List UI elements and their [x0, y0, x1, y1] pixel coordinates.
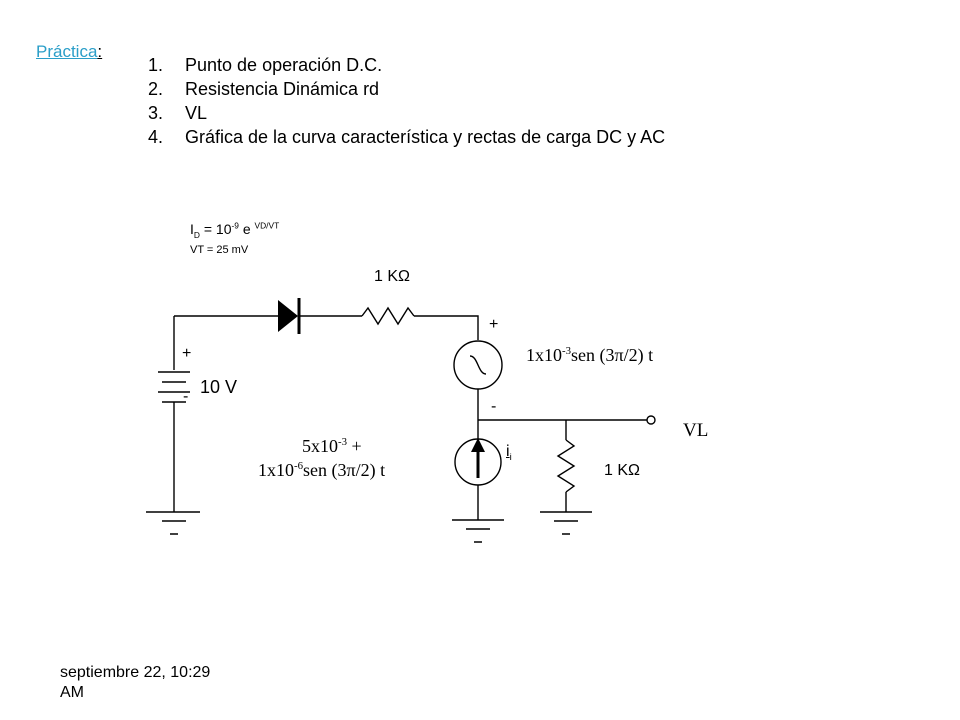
diode-equation: ID = 10-9 e VD/VT: [190, 220, 280, 240]
wire-top-right: [414, 315, 479, 340]
task-item: 1.Punto de operación D.C.: [148, 55, 383, 75]
resistor-series: [361, 306, 415, 326]
vl-label: VL: [683, 420, 709, 441]
ground-right: [540, 511, 592, 535]
ac-minus-sign: -: [491, 398, 497, 415]
ac-plus-sign: +: [489, 316, 499, 333]
ground-center: [452, 519, 504, 543]
load-resistor-label: 1 KΩ: [604, 462, 640, 479]
practica-link[interactable]: Práctica: [36, 42, 98, 61]
diode-icon: [278, 298, 301, 334]
current-source-label-line1: 5x10-3 +: [302, 436, 362, 456]
current-source-label-line2: 1x10-6sen (3π/2) t: [258, 460, 386, 480]
battery-plus-sign: +: [182, 345, 192, 362]
ac-wave-icon: [469, 355, 487, 375]
series-resistor-label: 1 KΩ: [374, 268, 410, 285]
task-item: 4.Gráfica de la curva característica y r…: [148, 127, 666, 147]
ac-source-label: 1x10-3sen (3π/2) t: [526, 345, 654, 365]
vt-value: VT = 25 mV: [190, 244, 249, 256]
resistor-load: [556, 439, 576, 493]
battery-voltage-label: 10 V: [200, 377, 238, 397]
practica-heading: Práctica:: [36, 42, 102, 62]
current-arrow-icon: [471, 438, 485, 478]
task-item: 3.VL: [148, 103, 208, 123]
ground-left: [146, 511, 200, 535]
current-ii-label: ii: [506, 443, 512, 464]
battery-minus-sign: -: [183, 388, 189, 405]
task-item: 2.Resistencia Dinámica rd: [148, 79, 380, 99]
timestamp: septiembre 22, 10:29 AM: [60, 664, 211, 701]
practica-colon: :: [97, 42, 103, 61]
task-list: 1.Punto de operación D.C. 2.Resistencia …: [148, 53, 665, 149]
vl-terminal: [646, 415, 656, 425]
